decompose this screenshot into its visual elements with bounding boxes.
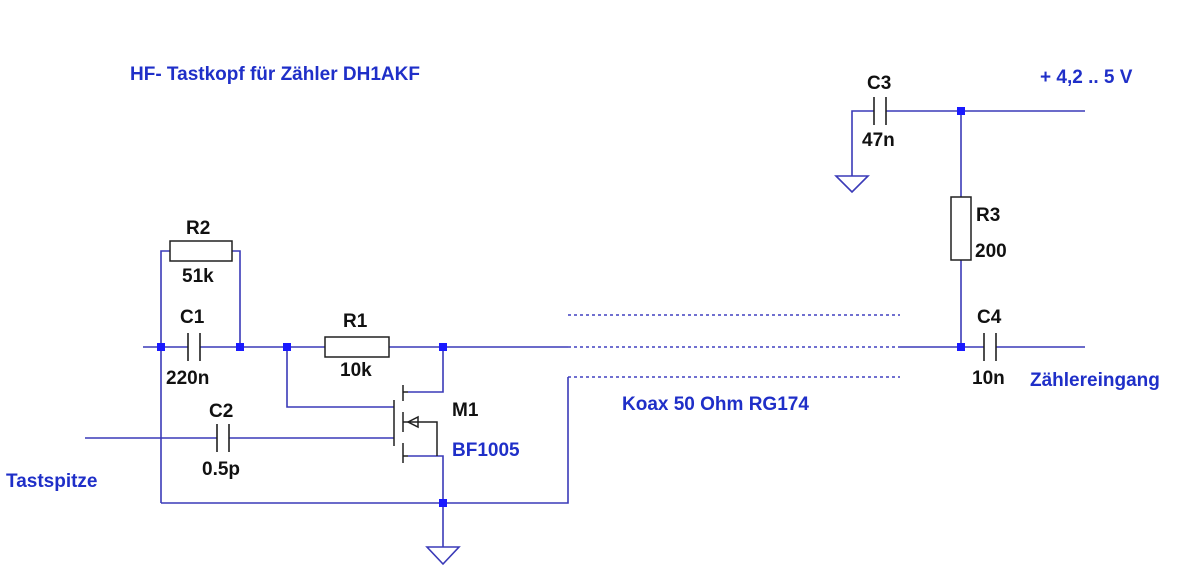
m1-name: M1 — [452, 400, 479, 421]
c1-name: C1 — [180, 307, 205, 328]
supply-label: + 4,2 .. 5 V — [1040, 67, 1133, 88]
r1-value: 10k — [340, 360, 372, 381]
wire-gate2 — [286, 347, 394, 408]
wire-c3-ground — [851, 110, 874, 176]
wires — [85, 110, 1085, 547]
wire-r2-right — [232, 250, 241, 347]
input-label: Tastspitze — [6, 471, 98, 492]
c2-name: C2 — [209, 401, 233, 422]
ground-symbol-c3 — [834, 175, 870, 194]
junction-dot — [157, 343, 165, 351]
r1-name: R1 — [343, 311, 368, 332]
junction-dot — [957, 107, 965, 115]
mosfet-m1 — [393, 385, 438, 463]
resistor-r3 — [950, 196, 972, 261]
capacitor-c4 — [983, 333, 997, 361]
capacitor-c3 — [873, 97, 887, 125]
wire-drain — [408, 347, 444, 393]
wire-r2-left — [160, 250, 170, 347]
c3-value: 47n — [862, 130, 895, 151]
r2-value: 51k — [182, 266, 214, 287]
junction-dot — [236, 343, 244, 351]
c4-name: C4 — [977, 307, 1002, 328]
diagram-title: HF- Tastkopf für Zähler DH1AKF — [130, 64, 420, 85]
wire-ground-bus — [161, 377, 569, 504]
c4-value: 10n — [972, 368, 1005, 389]
c1-value: 220n — [166, 368, 209, 389]
ground-symbol-bottom — [425, 546, 461, 566]
r2-name: R2 — [186, 218, 210, 239]
junction-dot — [957, 343, 965, 351]
resistor-r2 — [169, 240, 233, 262]
wire-source — [408, 455, 444, 503]
transistor-part-label: BF1005 — [452, 440, 520, 461]
junction-dot — [283, 343, 291, 351]
r3-name: R3 — [976, 205, 1000, 226]
coax-cable — [568, 314, 900, 378]
resistor-r1 — [324, 336, 390, 358]
junctions — [157, 107, 965, 507]
c2-value: 0.5p — [202, 459, 240, 480]
output-label: Zählereingang — [1030, 370, 1160, 391]
r3-value: 200 — [975, 241, 1007, 262]
capacitor-c1 — [187, 333, 201, 361]
cable-label: Koax 50 Ohm RG174 — [622, 394, 809, 415]
junction-dot — [439, 343, 447, 351]
capacitor-c2 — [216, 424, 230, 452]
c3-name: C3 — [867, 73, 891, 94]
junction-dot — [439, 499, 447, 507]
